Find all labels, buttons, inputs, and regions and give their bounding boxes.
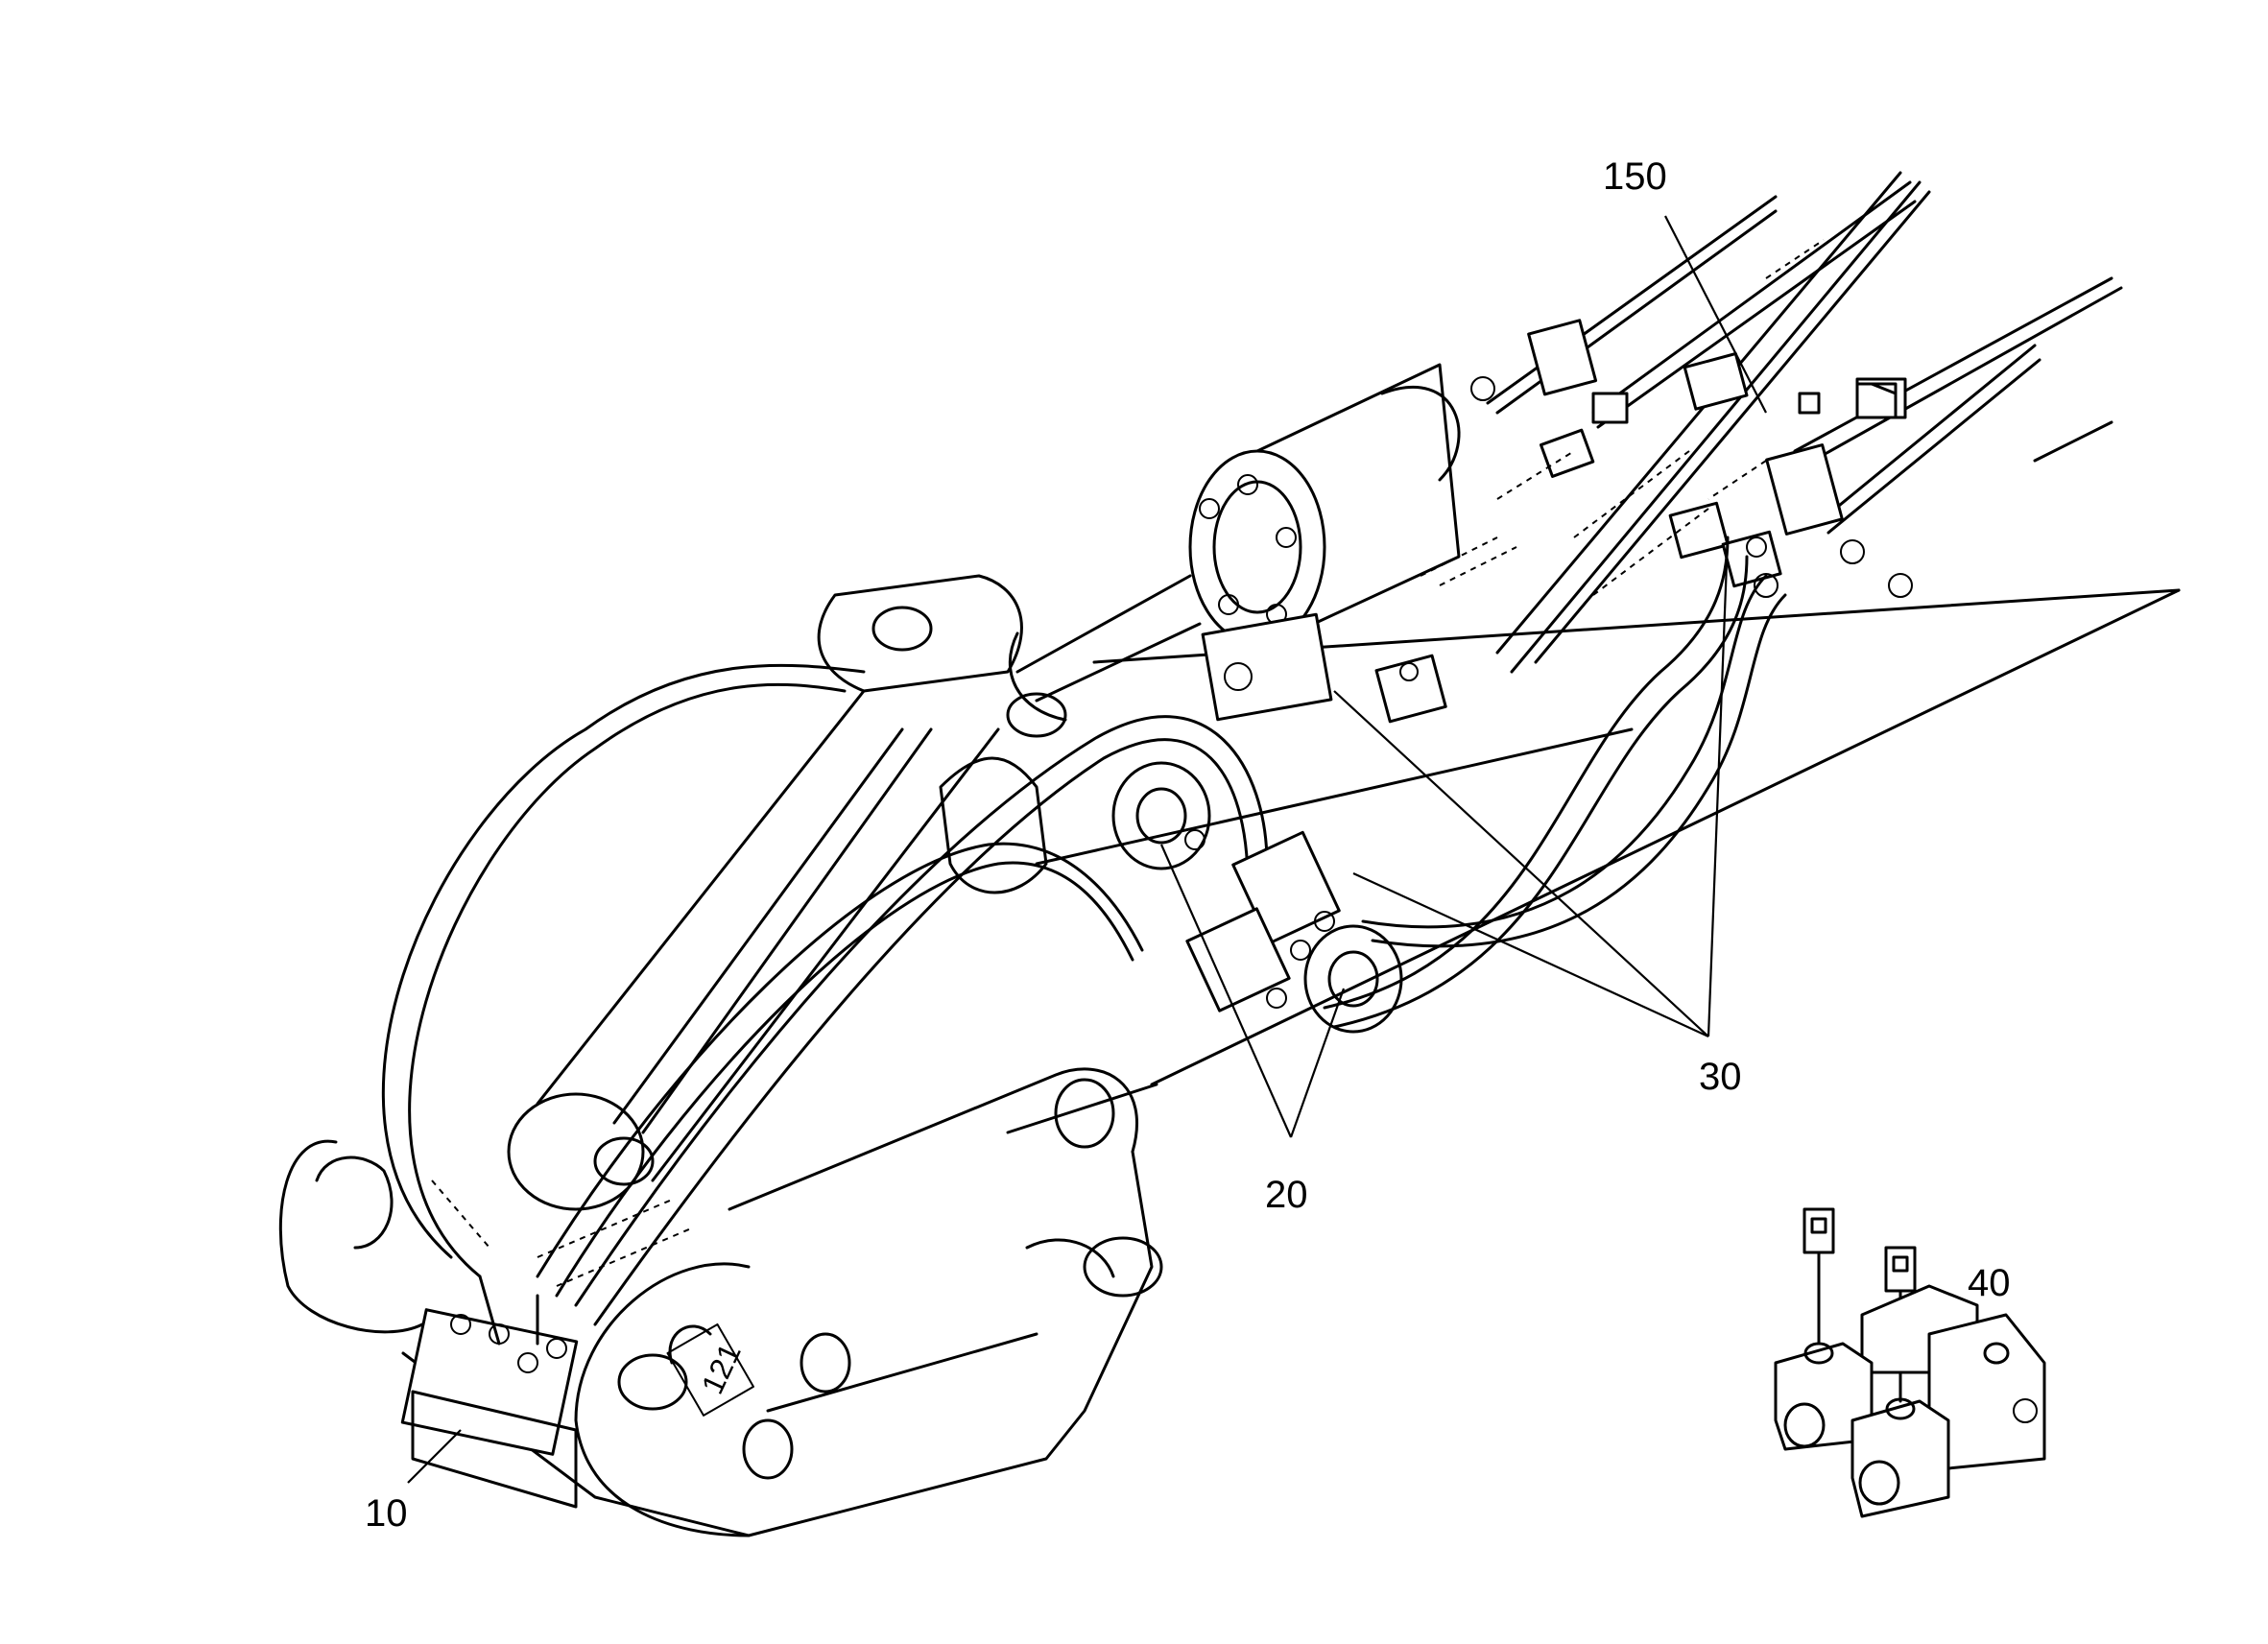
solenoid-valve-inset (1774, 1207, 2046, 1518)
leader-lines (407, 215, 1767, 1484)
coupler-plate-marking: 121 (695, 1338, 748, 1399)
valve-block (400, 1275, 579, 1509)
leader-20-a (1159, 844, 1293, 1138)
leader-150 (1664, 215, 1767, 414)
quick-coupler: 121 (278, 1067, 1163, 1537)
callout-10: 10 (365, 1492, 408, 1535)
curved-hoses (381, 536, 1787, 1326)
pipe-clamps (1374, 319, 1913, 724)
leader-30-b (1352, 872, 1709, 1037)
leader-20-b (1289, 988, 1346, 1138)
callouts: 150 30 20 40 10 (365, 155, 2011, 1535)
leader-30-a (1333, 690, 1709, 1037)
dipper-link (507, 574, 1067, 1211)
leader-30-c (1707, 536, 1730, 1037)
cylinder-pivot-ends (1111, 761, 1403, 1034)
callout-150: 150 (1603, 155, 1667, 198)
hydraulic-pipes (1486, 171, 2123, 674)
leader-10 (407, 1429, 462, 1484)
callout-30: 30 (1699, 1056, 1742, 1098)
callout-40: 40 (1968, 1262, 2011, 1304)
braided-hoses (431, 239, 1825, 1287)
callout-20: 20 (1265, 1174, 1308, 1216)
boom-cylinder (1015, 363, 1461, 722)
